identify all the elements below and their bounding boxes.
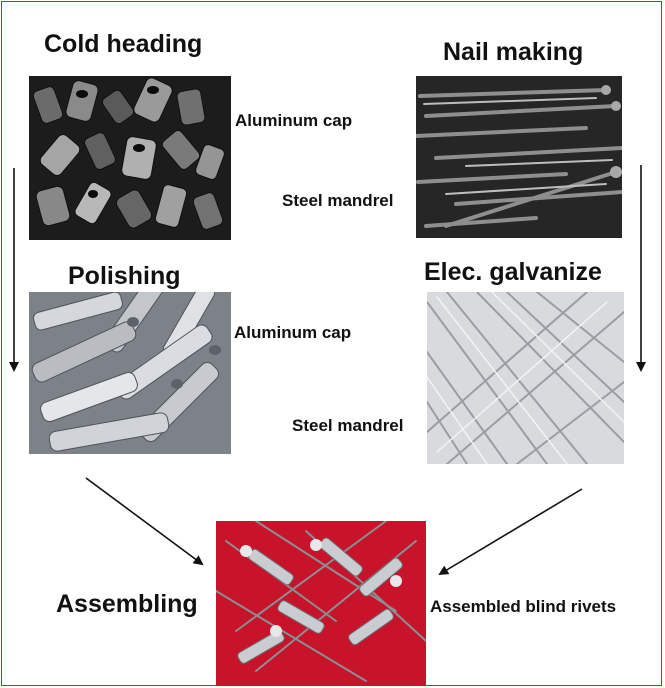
label-aluminum-cap-2: Aluminum cap bbox=[234, 323, 352, 342]
assembled-rivets-photo bbox=[216, 521, 426, 686]
label-assembled-blind-rivets: Assembled blind rivets bbox=[430, 597, 617, 616]
stage-title-polishing: Polishing bbox=[68, 262, 181, 290]
polishing-photo bbox=[29, 292, 231, 454]
arrow-icon-to-assembling-left bbox=[85, 477, 204, 566]
stage-title-elec-galvanize: Elec. galvanize bbox=[424, 258, 602, 286]
stage-title-assembling: Assembling bbox=[56, 590, 198, 618]
cold-heading-photo bbox=[29, 76, 231, 240]
label-steel-mandrel-2: Steel mandrel bbox=[292, 416, 404, 435]
label-steel-mandrel-1: Steel mandrel bbox=[282, 191, 394, 210]
arrow-icon-to-assembling-right bbox=[438, 488, 583, 576]
label-aluminum-cap-1: Aluminum cap bbox=[235, 111, 353, 130]
nail-making-photo bbox=[416, 76, 622, 238]
galvanize-photo bbox=[427, 292, 624, 464]
stage-title-nail-making: Nail making bbox=[443, 38, 584, 66]
stage-title-cold-heading: Cold heading bbox=[44, 30, 203, 58]
